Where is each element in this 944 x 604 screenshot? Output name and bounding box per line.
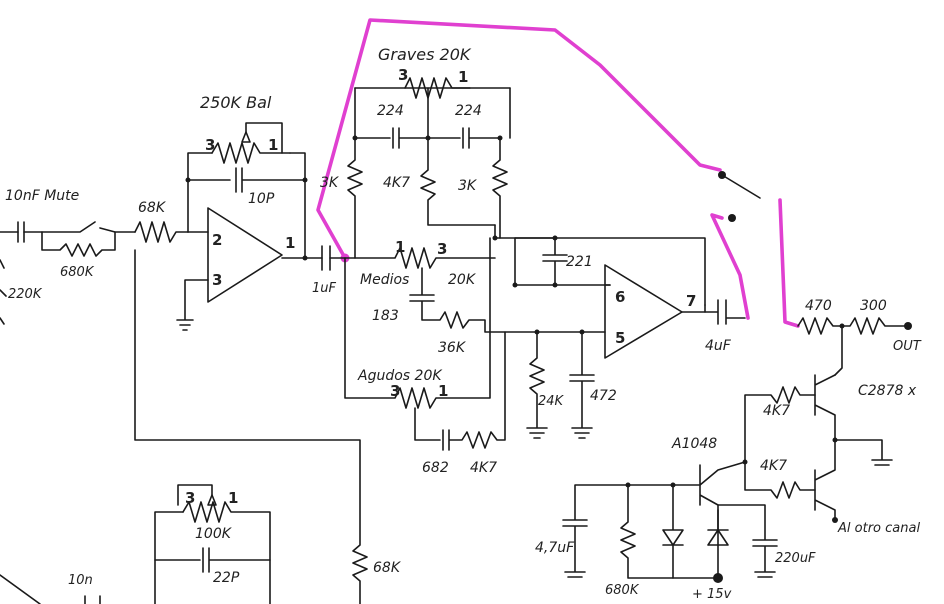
r100k-label: 100K: [195, 526, 233, 542]
opamp-1: [176, 122, 346, 331]
c183-label: 183: [372, 308, 399, 324]
al-otro-canal-label: Al otro canal: [837, 521, 920, 536]
graves-pin-3: 3: [398, 66, 408, 84]
vplus-label: + 15v: [692, 587, 732, 602]
medios-pin-1: 1: [395, 238, 405, 256]
r68k-label: 68K: [138, 200, 167, 216]
input-mute-section: [0, 221, 189, 325]
pot-100k-pin-1: 1: [228, 489, 238, 507]
c10n-bot-label: 10n: [68, 573, 93, 588]
c682-label: 682: [422, 460, 449, 476]
r300-label: 300: [860, 298, 887, 314]
mute-switch: [718, 171, 761, 222]
mute-label: 10nF Mute: [5, 188, 79, 204]
agudos-network: [414, 331, 506, 451]
c472-label: 472: [590, 388, 617, 404]
r4k7-mid-label: 4K7: [383, 175, 410, 191]
r4k7-q1-label: 4K7: [763, 403, 790, 419]
ic2-out-pin: 7: [686, 292, 696, 310]
agudos-pin-1: 1: [438, 382, 448, 400]
ic1-plus-pin: 3: [212, 271, 222, 289]
c22p-label: 22P: [213, 570, 240, 586]
r680k-bot-label: 680K: [605, 583, 640, 598]
r680k-label: 680K: [60, 265, 95, 280]
pot-100k-pin-3: 3: [185, 489, 195, 507]
lower-channel-partial: [0, 249, 368, 604]
medios-pin-3: 3: [437, 240, 447, 258]
ic2-plus-pin: 5: [615, 329, 625, 347]
r220k-label: 220K: [8, 287, 43, 302]
r24k-label: 24K: [538, 394, 565, 409]
c1uf-label: 1uF: [312, 281, 337, 296]
tone-stack: [344, 77, 706, 409]
r3k-right-label: 3K: [458, 178, 478, 194]
agudos-label: Agudos 20K: [357, 368, 443, 384]
c224b-label: 224: [455, 103, 482, 119]
medios-label: Medios: [360, 272, 409, 288]
r20k-medios-label: 20K: [448, 272, 477, 288]
r4k7-q2-label: 4K7: [760, 458, 787, 474]
c220uf-label: 220uF: [775, 551, 816, 566]
bal-pot-label: 250K Bal: [200, 93, 272, 112]
agudos-pin-3: 3: [390, 382, 400, 400]
c221-label: 221: [566, 254, 593, 270]
opamp-2: [526, 264, 746, 439]
bal-pin-3: 3: [205, 136, 215, 154]
graves-pin-1: 1: [458, 68, 468, 86]
q-c2878-label: C2878 x: [858, 383, 917, 399]
output-stage: [562, 317, 909, 579]
c47uf-label: 4,7uF: [535, 540, 575, 556]
bal-pin-1: 1: [268, 136, 278, 154]
q-a1048-label: A1048: [671, 436, 717, 452]
r3k-left-label: 3K: [320, 175, 340, 191]
r68k-bot-label: 68K: [373, 560, 402, 576]
r470-label: 470: [805, 298, 832, 314]
highlight-path: [316, 18, 800, 328]
ic1-minus-pin: 2: [212, 231, 222, 249]
ic1-out-pin: 1: [285, 234, 295, 252]
r4k7-bot-label: 4K7: [470, 460, 497, 476]
graves-label: Graves 20K: [378, 45, 472, 64]
c10p-label: 10P: [248, 191, 275, 207]
c224a-label: 224: [377, 103, 404, 119]
c4uf7-label: 4uF: [705, 338, 732, 354]
ic2-minus-pin: 6: [615, 288, 625, 306]
out-label: OUT: [893, 339, 922, 354]
r36k-label: 36K: [438, 340, 467, 356]
